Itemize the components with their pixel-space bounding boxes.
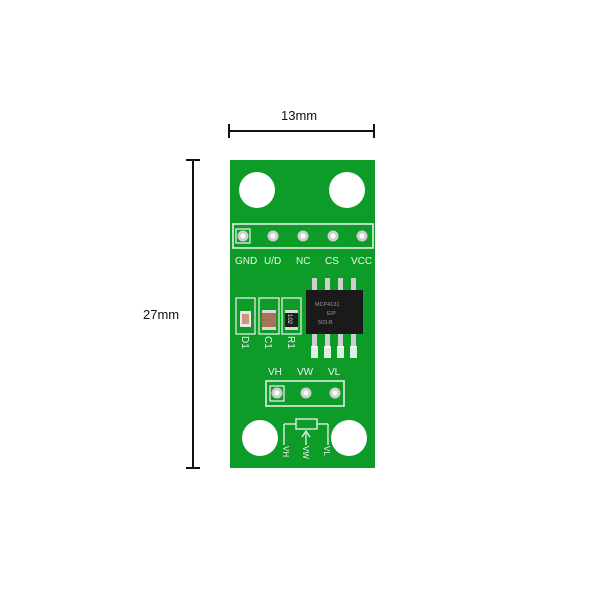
chip-marking-line-2: E/P (327, 311, 336, 317)
label-c1: C1 (262, 336, 273, 349)
chip-marking-line-1: MCP4131 (315, 302, 339, 308)
pin-label-vcc: VCC (351, 256, 372, 267)
ic-chip (306, 278, 363, 358)
mounting-hole (242, 420, 278, 456)
pin-label-vh: VH (268, 367, 282, 378)
pot-label-vl: VL (322, 446, 331, 456)
mounting-hole (329, 172, 365, 208)
height-dimension-label: 27mm (143, 307, 180, 322)
width-dimension-line (228, 124, 375, 138)
pin-label-vl: VL (328, 367, 341, 378)
pot-label-vw: VW (301, 446, 310, 459)
mounting-hole (239, 172, 275, 208)
label-d1: D1 (239, 336, 250, 349)
pin-label-nc: NC (296, 256, 310, 267)
pot-label-vh: VH (281, 446, 290, 457)
resistor-r1 (281, 297, 302, 335)
width-dimension-label: 13mm (281, 108, 318, 123)
pin-label-ud: U/D (264, 256, 281, 267)
mounting-hole (331, 420, 367, 456)
chip-marking-line-3: 503-B (318, 320, 333, 326)
pin-label-gnd: GND (235, 256, 257, 267)
potentiometer-symbol (283, 418, 329, 445)
led-d1 (235, 297, 256, 335)
top-header-outline (232, 223, 374, 249)
label-r1: R1 (285, 336, 296, 349)
pin-label-cs: CS (325, 256, 339, 267)
pin-label-vw: VW (297, 367, 314, 378)
bottom-header-pins (269, 385, 341, 402)
resistor-value: 102 (286, 314, 292, 325)
capacitor-c1 (258, 297, 280, 335)
top-header-pins (235, 228, 368, 244)
bottom-header-outline (265, 380, 345, 407)
height-dimension-line (186, 159, 200, 469)
